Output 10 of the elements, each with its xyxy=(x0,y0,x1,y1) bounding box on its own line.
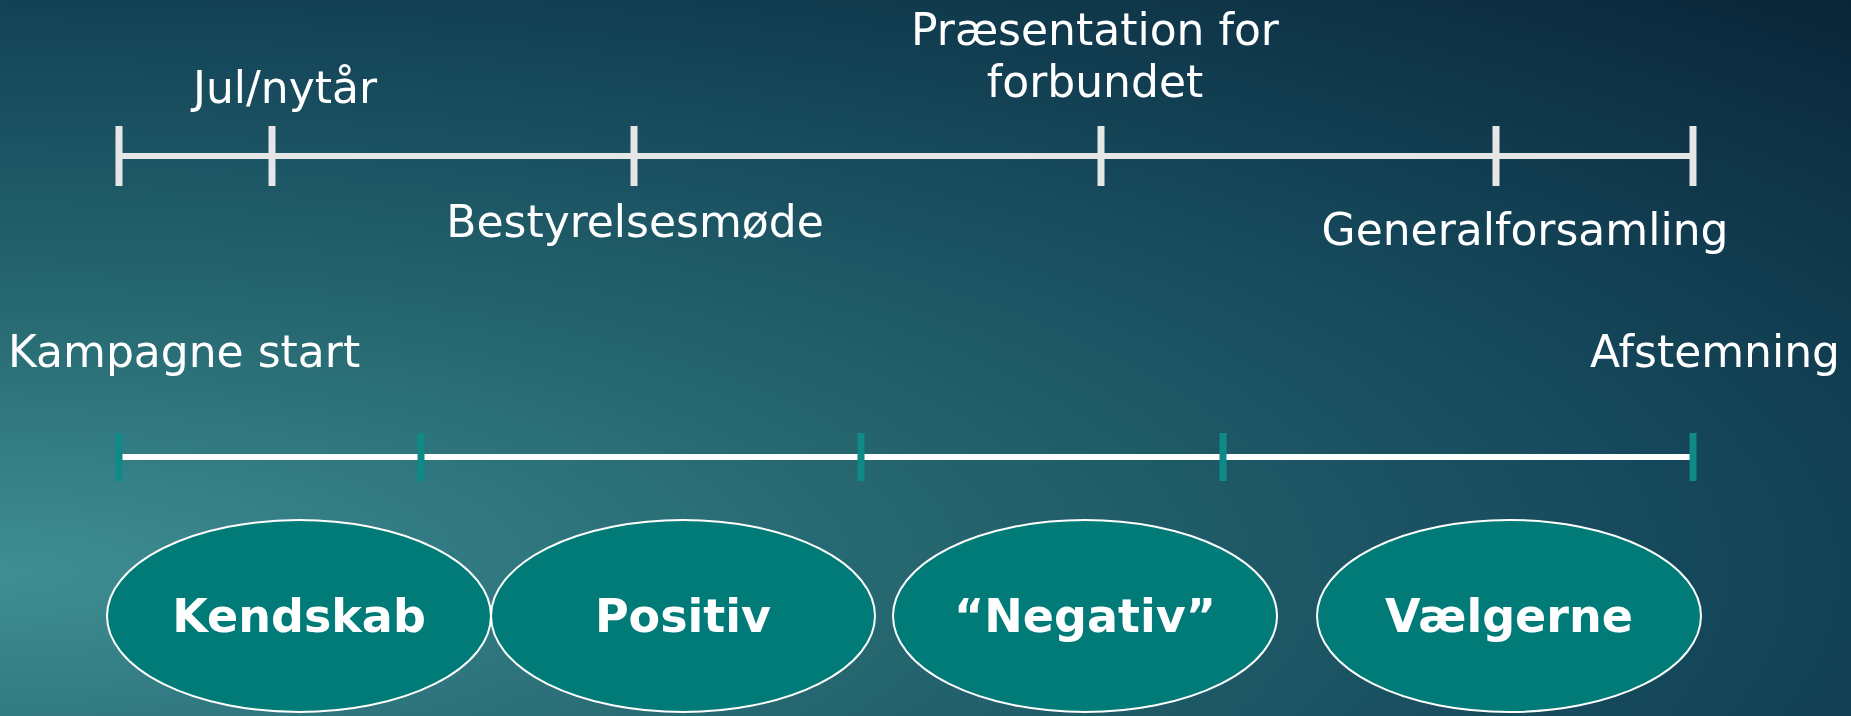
milestone-label: Bestyrelsesmøde xyxy=(445,196,825,248)
phase-label: Positiv xyxy=(593,589,773,643)
phase-label: Vælgerne xyxy=(1384,589,1634,643)
milestone-label: Jul/nytår xyxy=(189,62,379,114)
milestone-label: Kampagne start xyxy=(8,326,362,378)
phase-label: Kendskab xyxy=(171,589,427,643)
milestone-label: Afstemning xyxy=(1588,326,1840,378)
milestone-label: Præsentation for forbundet xyxy=(910,4,1280,108)
phase-label: “Negativ” xyxy=(953,589,1217,643)
milestone-label: Generalforsamling xyxy=(1320,204,1730,256)
